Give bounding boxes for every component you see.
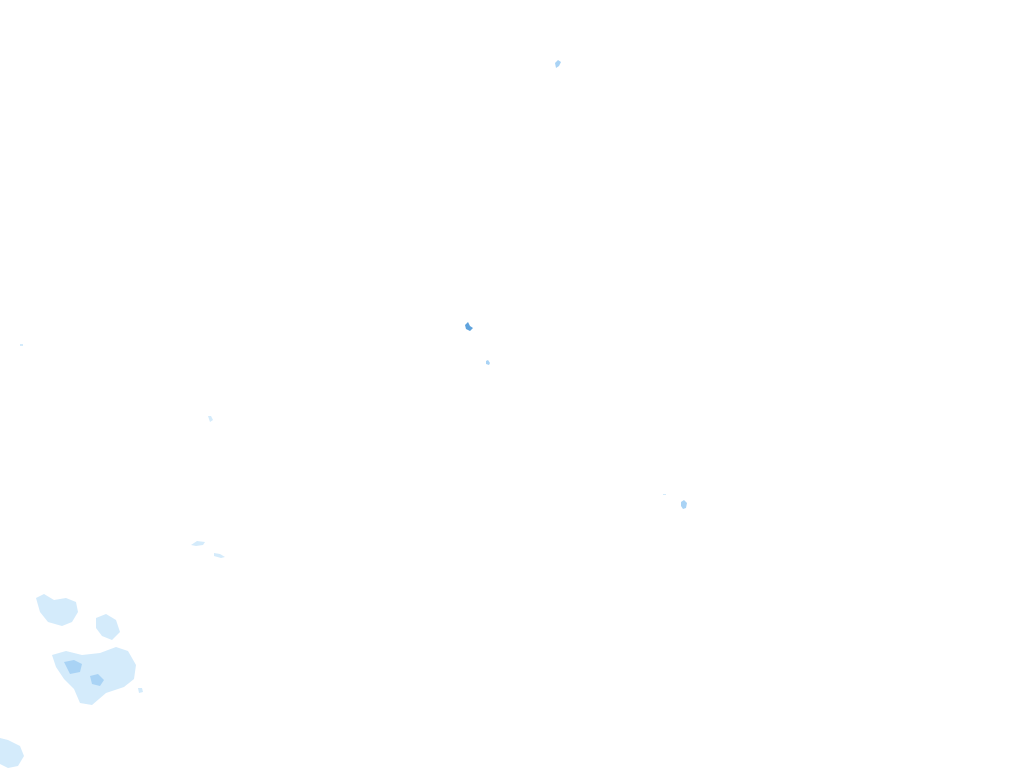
precip-cell	[555, 60, 561, 68]
precip-cell	[64, 660, 82, 674]
precip-cell	[465, 322, 473, 331]
precip-cell	[486, 360, 490, 365]
precipitation-layer	[0, 60, 687, 768]
precip-cell	[138, 688, 143, 693]
precip-cell	[36, 594, 78, 626]
precip-cell	[0, 738, 24, 768]
precip-cell	[20, 344, 23, 346]
precip-cell	[96, 614, 120, 640]
precip-cell	[90, 674, 104, 686]
precip-cell	[214, 553, 225, 558]
precip-cell	[681, 500, 687, 509]
precip-cell	[663, 494, 666, 495]
precip-cell	[208, 416, 213, 422]
precip-cell	[191, 541, 205, 546]
